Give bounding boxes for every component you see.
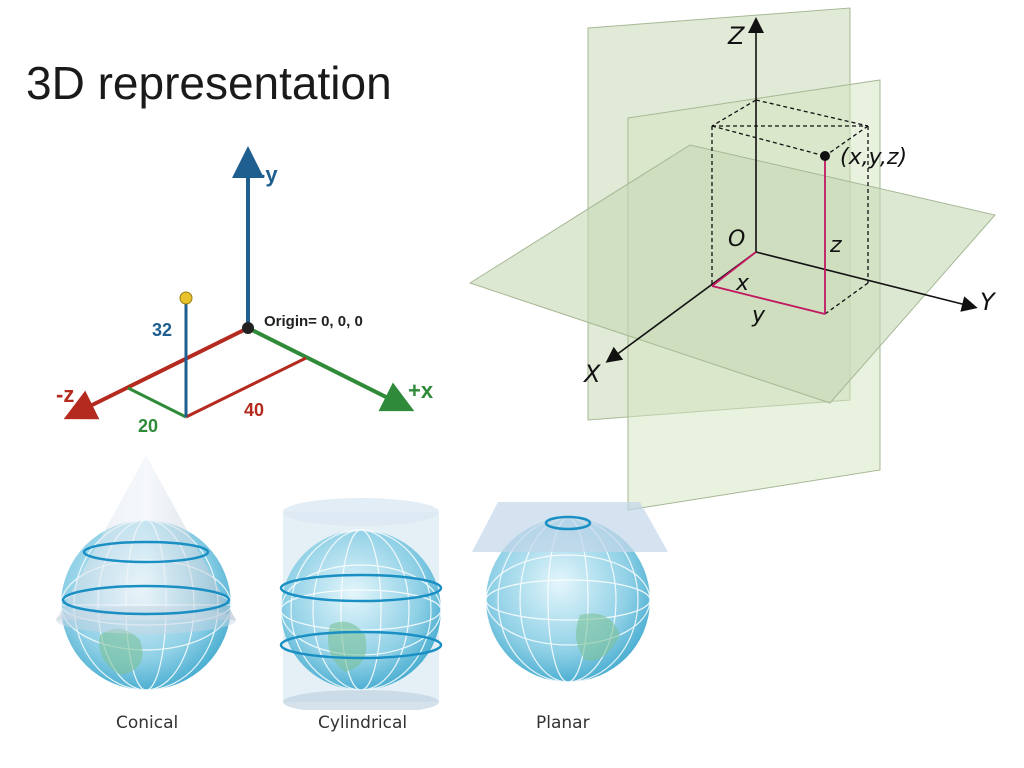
point-xyz (820, 151, 830, 161)
pos-x-label: +x (408, 378, 434, 403)
height-value: 32 (152, 320, 172, 340)
cartesian-planes-diagram: Z Y X O (x,y,z) x y z (468, 7, 997, 511)
neg-y-label: -y (258, 162, 278, 187)
x-value: 40 (244, 400, 264, 420)
z-axis-label: Z (727, 22, 745, 50)
projection-label-cylindrical: Cylindrical (318, 713, 408, 733)
y-axis-label: Y (980, 288, 997, 316)
origin-label: Origin= 0, 0, 0 (264, 313, 363, 330)
x-axis-line (247, 326, 415, 412)
origin-label-o: O (728, 227, 745, 252)
bounding-box (711, 99, 869, 315)
x-axis-label: X (582, 360, 601, 388)
z-guide-line (127, 386, 187, 419)
projection-label-conical: Conical (116, 713, 179, 733)
globe-plane-icon (472, 502, 668, 683)
globe-cylinder-icon (279, 498, 443, 710)
x-guide-line-1 (185, 356, 307, 419)
z-value: 20 (138, 416, 158, 436)
point-marker (179, 291, 193, 305)
projection-label-planar: Planar (536, 713, 590, 733)
coordinate-guides (711, 156, 826, 315)
point-label: (x,y,z) (840, 145, 907, 170)
slide-title: 3D representation (26, 57, 392, 109)
seg-x-label: x (735, 271, 750, 296)
origin-axes-diagram: -y -z +x Origin= 0, 0, 0 32 20 40 (56, 146, 434, 436)
z-axis-line (63, 326, 249, 420)
seg-z-label: z (829, 233, 842, 258)
neg-z-label: -z (56, 382, 74, 407)
origin-dot (242, 322, 254, 334)
globe-cone-icon (56, 455, 236, 691)
y-axis (755, 251, 978, 312)
seg-y-label: y (751, 303, 766, 328)
projection-globes (56, 455, 668, 710)
xy-plane (468, 144, 996, 404)
